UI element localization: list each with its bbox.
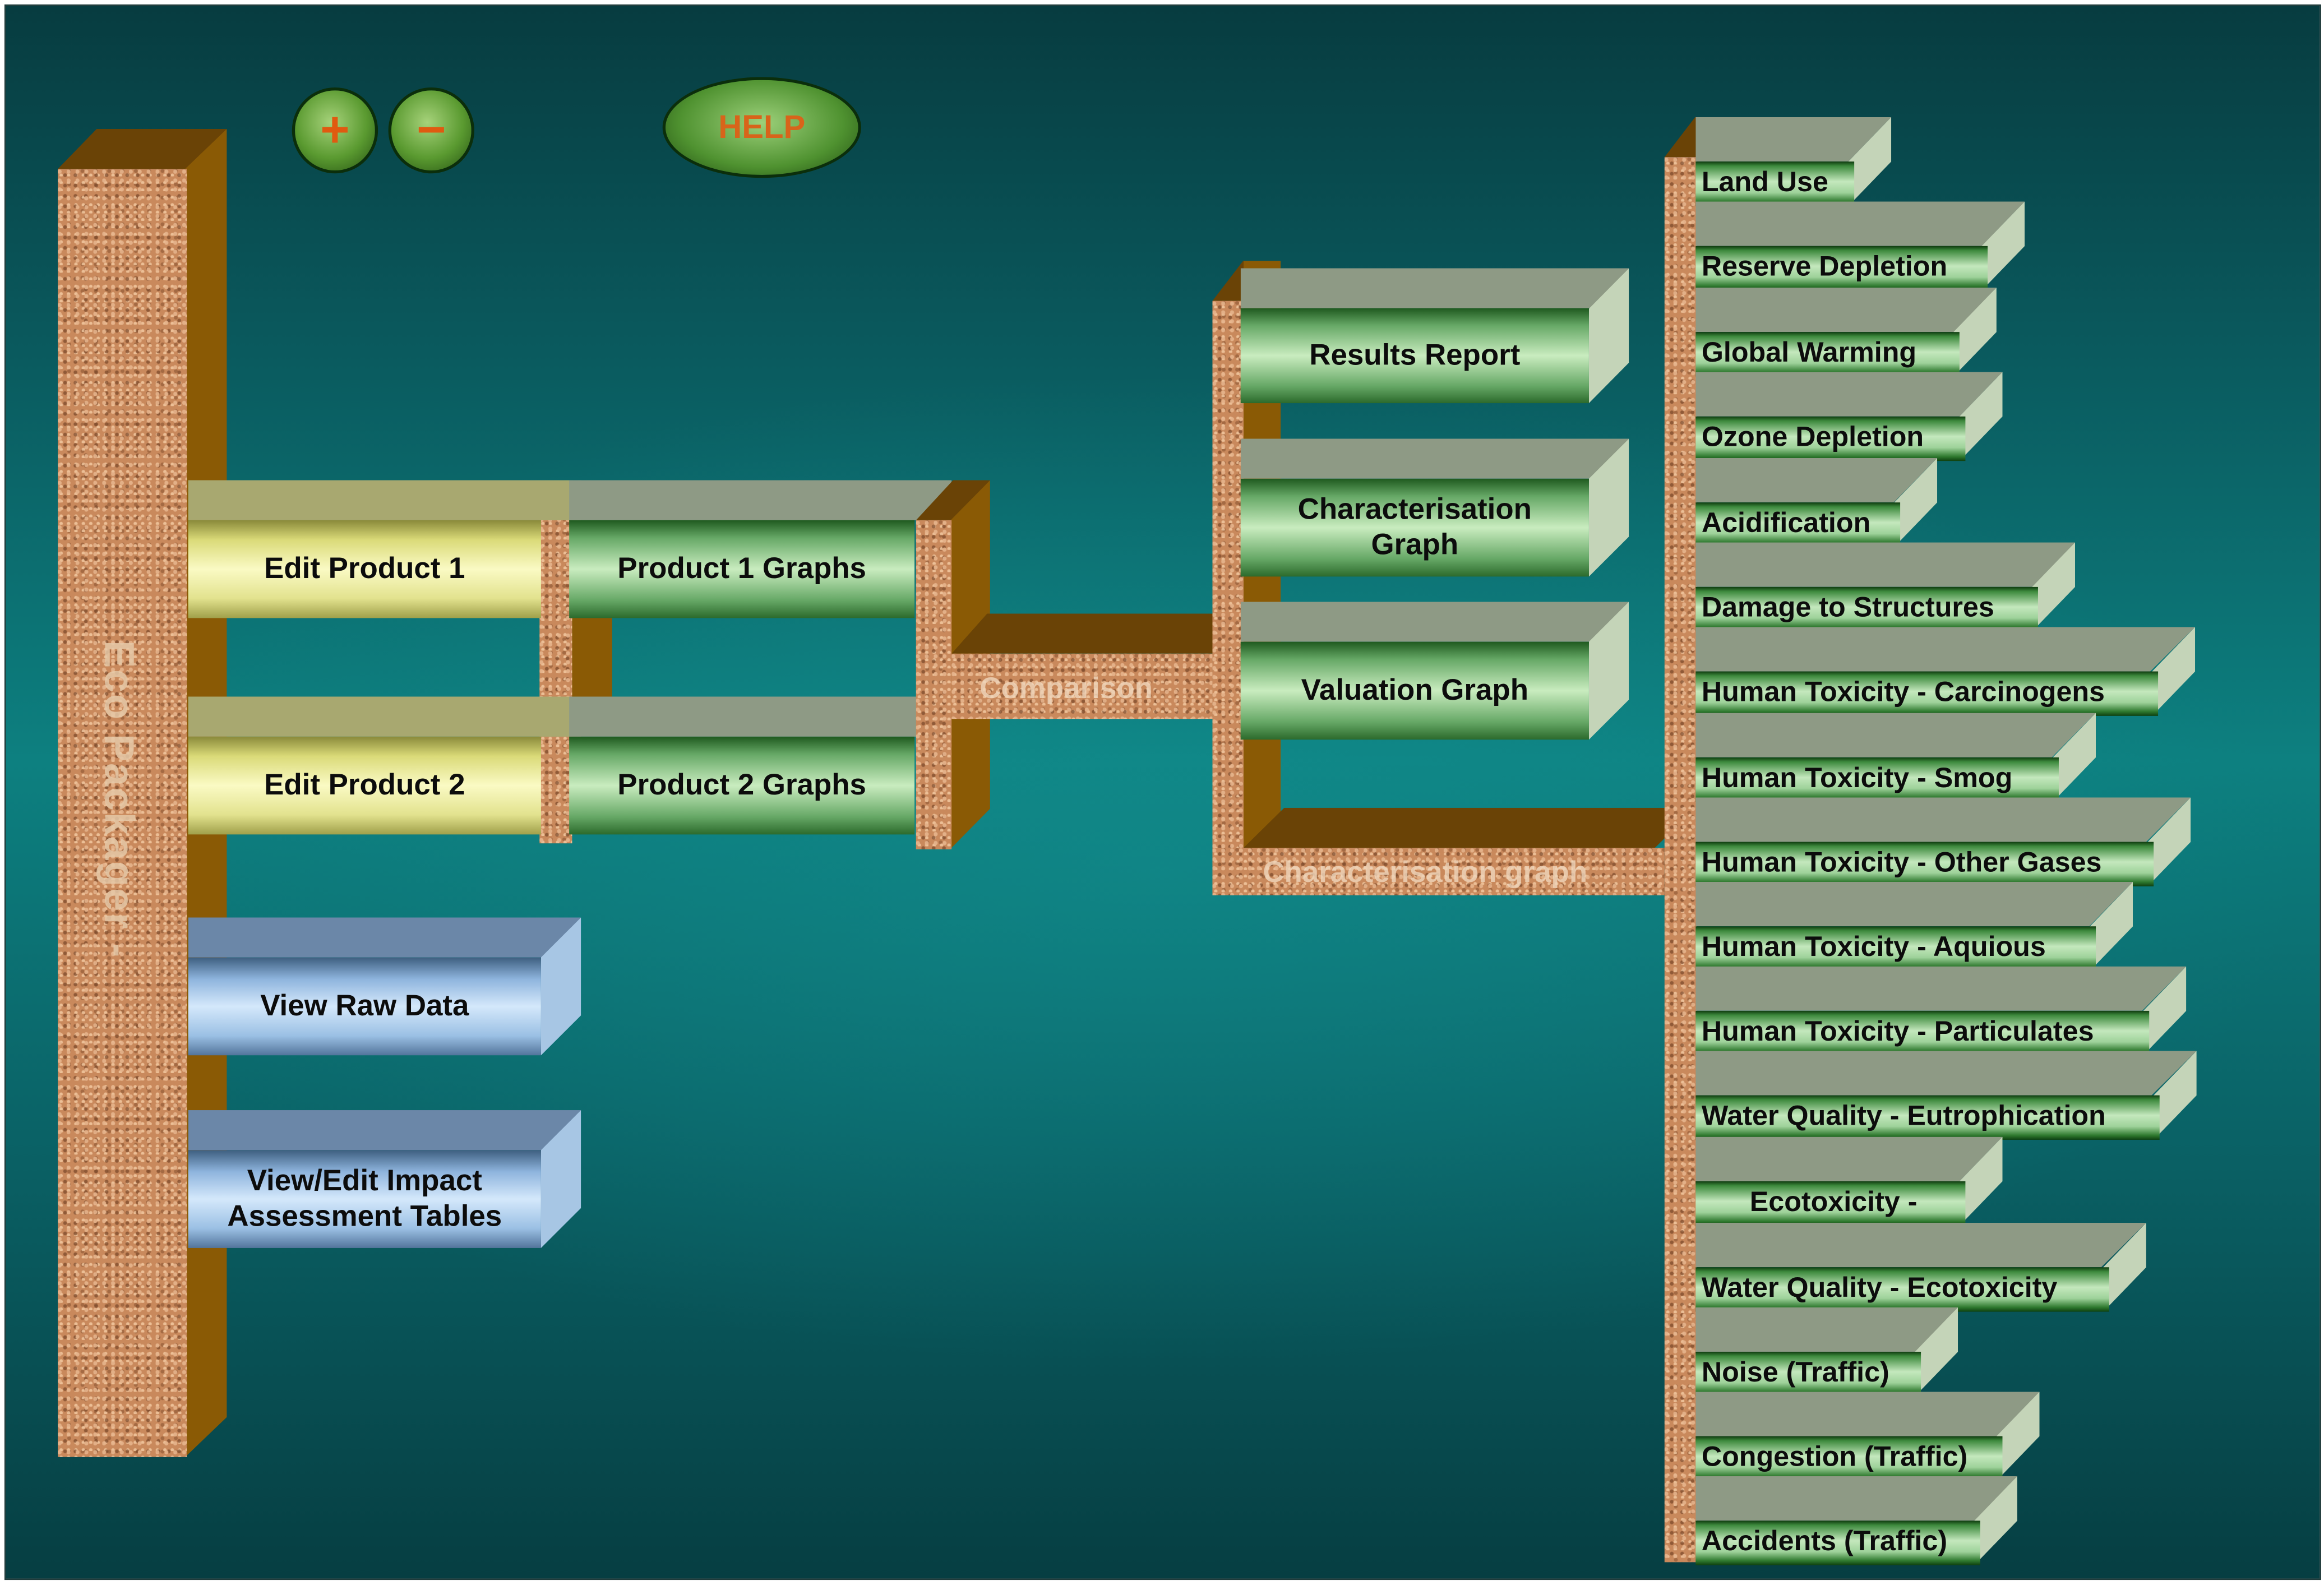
list-item-top: [1695, 713, 2096, 757]
list-item-label[interactable]: Water Quality - Ecotoxicity: [1695, 1267, 2109, 1312]
list-item-label[interactable]: Global Warming: [1695, 332, 1960, 377]
results-report-label[interactable]: Results Report: [1240, 308, 1589, 404]
list-item-top: [1695, 542, 2076, 587]
comparison-bar: [951, 653, 1213, 719]
list-item-top: [1695, 458, 1938, 503]
list-item-label[interactable]: Reserve Depletion: [1695, 246, 1988, 291]
comparison-post: [1212, 301, 1244, 894]
product-1-graphs-button[interactable]: Product 1 Graphs: [569, 480, 952, 618]
product-link: [539, 517, 572, 844]
edit-product-2-top: [188, 696, 581, 737]
characterisation-graph-button[interactable]: Characterisation Graph: [1240, 438, 1629, 577]
list-item-top: [1695, 287, 1997, 332]
list-item-top: [1695, 1051, 2197, 1096]
list-item-label[interactable]: Human Toxicity - Aquious: [1695, 926, 2096, 971]
list-item-top: [1695, 1222, 2146, 1268]
list-item[interactable]: Human Toxicity - Smog: [1695, 713, 2096, 802]
list-item-top: [1695, 797, 2191, 842]
list-item-top: [1695, 966, 2187, 1011]
list-item-top: [1695, 881, 2133, 927]
app-canvas: + − HELP Eco Packager - Edit Product 1 E…: [4, 4, 2321, 1581]
list-item-label[interactable]: Damage to Structures: [1695, 586, 2038, 632]
valuation-graph-label[interactable]: Valuation Graph: [1240, 641, 1589, 740]
results-report-button[interactable]: Results Report: [1240, 268, 1629, 404]
product-1-graphs-top: [569, 480, 952, 520]
list-item[interactable]: Ecotoxicity -: [1695, 1136, 2003, 1226]
list-item[interactable]: Reserve Depletion: [1695, 201, 2025, 291]
list-item[interactable]: Accidents (Traffic): [1695, 1476, 2017, 1565]
list-item-label[interactable]: Human Toxicity - Smog: [1695, 757, 2059, 802]
zoom-out-button[interactable]: −: [388, 87, 474, 174]
valuation-graph-top: [1240, 602, 1629, 642]
zoom-in-button[interactable]: +: [292, 87, 378, 174]
view-edit-impact-tables-button[interactable]: View/Edit Impact Assessment Tables: [188, 1110, 581, 1248]
list-item-label[interactable]: Ecotoxicity -: [1695, 1181, 1966, 1226]
eco-packager-trunk: [58, 169, 187, 1457]
product-1-graphs-label[interactable]: Product 1 Graphs: [569, 520, 915, 618]
list-item[interactable]: Human Toxicity - Other Gases: [1695, 797, 2191, 886]
list-item-top: [1695, 1392, 2040, 1436]
help-button[interactable]: HELP: [662, 77, 861, 178]
list-item-label[interactable]: Water Quality - Eutrophication: [1695, 1095, 2160, 1140]
product-2-graphs-button[interactable]: Product 2 Graphs: [569, 696, 952, 835]
impact-post: [1664, 157, 1697, 1563]
list-item-label[interactable]: Noise (Traffic): [1695, 1351, 1921, 1397]
view-edit-impact-tables-top: [188, 1110, 581, 1150]
list-item-label[interactable]: Human Toxicity - Particulates: [1695, 1010, 2150, 1056]
list-item-top: [1695, 201, 2025, 246]
view-raw-data-label[interactable]: View Raw Data: [188, 957, 541, 1056]
list-item[interactable]: Congestion (Traffic): [1695, 1392, 2040, 1481]
list-item[interactable]: Damage to Structures: [1695, 542, 2076, 632]
list-item-top: [1695, 1136, 2003, 1181]
list-item-label[interactable]: Ozone Depletion: [1695, 416, 1966, 461]
valuation-graph-button[interactable]: Valuation Graph: [1240, 602, 1629, 740]
edit-product-2-button[interactable]: Edit Product 2: [188, 696, 581, 835]
view-edit-impact-tables-label[interactable]: View/Edit Impact Assessment Tables: [188, 1150, 541, 1248]
view-raw-data-button[interactable]: View Raw Data: [188, 917, 581, 1056]
graphs-post: [916, 520, 952, 849]
list-item[interactable]: Water Quality - Eutrophication: [1695, 1051, 2197, 1140]
edit-product-1-button[interactable]: Edit Product 1: [188, 480, 581, 618]
eco-packager-label: Eco Packager -: [96, 640, 142, 959]
list-item[interactable]: Land Use: [1695, 117, 1892, 206]
list-item-top: [1695, 372, 2003, 417]
comparison-label: Comparison: [980, 673, 1153, 706]
comparison-bar-top: [951, 613, 1248, 654]
characterisation-label: Characterisation graph: [1263, 857, 1588, 890]
characterisation-graph-label[interactable]: Characterisation Graph: [1240, 478, 1589, 577]
edit-product-1-label[interactable]: Edit Product 1: [188, 520, 541, 618]
list-item[interactable]: Human Toxicity - Carcinogens: [1695, 627, 2196, 716]
results-report-top: [1240, 268, 1629, 308]
list-item-label[interactable]: Acidification: [1695, 502, 1901, 547]
list-item-label[interactable]: Human Toxicity - Other Gases: [1695, 842, 2154, 886]
product-2-graphs-label[interactable]: Product 2 Graphs: [569, 736, 915, 835]
list-item-top: [1695, 1307, 1958, 1352]
list-item[interactable]: Ozone Depletion: [1695, 372, 2003, 461]
view-raw-data-top: [188, 917, 581, 958]
characterisation-bar-top: [1243, 807, 1696, 848]
edit-product-2-label[interactable]: Edit Product 2: [188, 736, 541, 835]
list-item-label[interactable]: Human Toxicity - Carcinogens: [1695, 671, 2159, 716]
edit-product-1-top: [188, 480, 581, 520]
characterisation-graph-top: [1240, 438, 1629, 479]
list-item[interactable]: Global Warming: [1695, 287, 1997, 377]
list-item-label[interactable]: Accidents (Traffic): [1695, 1521, 1980, 1565]
list-item-top: [1695, 1476, 2017, 1521]
list-item-label[interactable]: Congestion (Traffic): [1695, 1436, 2003, 1481]
product-2-graphs-top: [569, 696, 952, 737]
list-item[interactable]: Noise (Traffic): [1695, 1307, 1958, 1397]
list-item-top: [1695, 627, 2196, 672]
characterisation-bar: [1212, 848, 1665, 895]
list-item[interactable]: Human Toxicity - Particulates: [1695, 966, 2187, 1056]
list-item-label[interactable]: Land Use: [1695, 161, 1855, 206]
list-item[interactable]: Acidification: [1695, 458, 1938, 547]
list-item[interactable]: Human Toxicity - Aquious: [1695, 881, 2133, 971]
list-item[interactable]: Water Quality - Ecotoxicity: [1695, 1222, 2146, 1312]
